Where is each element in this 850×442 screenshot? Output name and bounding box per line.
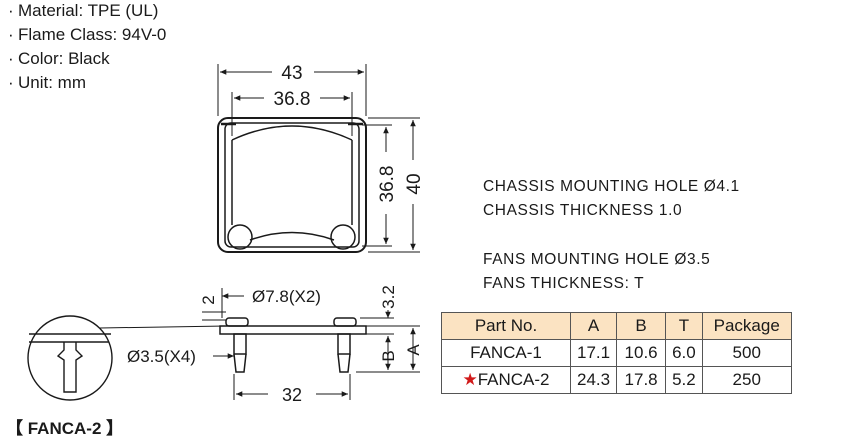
- fans-thickness-note: FANS THICKNESS: T: [483, 275, 645, 292]
- spec-text: Unit: mm: [18, 73, 86, 92]
- dim-43-label: 43: [281, 63, 302, 84]
- dim-32-label: 32: [282, 385, 302, 405]
- table-row: ★FANCA-2 24.3 17.8 5.2 250: [441, 366, 792, 394]
- chassis-hole-note: CHASSIS MOUNTING HOLE Ø4.1: [483, 178, 740, 195]
- chassis-thickness-note: CHASSIS THICKNESS 1.0: [483, 202, 683, 219]
- spec-text: Material: TPE (UL): [18, 1, 159, 20]
- dimension-lines-top: [217, 64, 367, 136]
- cell-t: 6.0: [665, 339, 703, 367]
- spec-text: Color: Black: [18, 49, 110, 68]
- detail-circle: [27, 315, 227, 401]
- spec-color: ·Color: Black: [8, 49, 110, 68]
- dim-b-label: B: [379, 350, 398, 361]
- cell-package: 250: [701, 366, 792, 394]
- header-part-no: Part No.: [441, 312, 571, 340]
- table-row: FANCA-1 17.1 10.6 6.0 500: [441, 339, 792, 367]
- dim-3-2-label: 3.2: [379, 285, 398, 309]
- spec-text: Flame Class: 94V-0: [18, 25, 167, 44]
- dim-hole-upper-label: Ø7.8(X2): [252, 287, 321, 306]
- part-number: FANCA-2: [477, 370, 550, 389]
- cell-package: 500: [701, 339, 792, 367]
- star-icon: ★: [462, 370, 478, 389]
- dim-36-8-side-label: 36.8: [377, 166, 398, 203]
- fans-hole-note: FANS MOUNTING HOLE Ø3.5: [483, 251, 711, 268]
- dimension-lines-side-view: [202, 288, 420, 400]
- dim-2-label: 2: [199, 295, 218, 304]
- cell-b: 10.6: [616, 339, 667, 367]
- parts-table: Part No. A B T Package FANCA-1 17.1 10.6…: [441, 312, 792, 394]
- cell-part: FANCA-1: [441, 339, 571, 367]
- spec-unit: ·Unit: mm: [8, 73, 86, 92]
- part-number: FANCA-1: [470, 343, 542, 362]
- dim-a-label: A: [404, 344, 423, 356]
- cell-t: 5.2: [665, 366, 703, 394]
- cell-a: 24.3: [569, 366, 618, 394]
- spec-flame-class: ·Flame Class: 94V-0: [8, 25, 167, 44]
- dim-40-label: 40: [404, 173, 425, 194]
- header-b: B: [616, 312, 667, 340]
- header-package: Package: [701, 312, 792, 340]
- header-a: A: [569, 312, 618, 340]
- spec-material: ·Material: TPE (UL): [8, 1, 159, 20]
- guard-top-view: [217, 117, 367, 253]
- header-t: T: [665, 312, 703, 340]
- dim-hole-lower-label: Ø3.5(X4): [127, 347, 196, 366]
- dimension-lines-side: [362, 117, 420, 253]
- dim-36-8-top-label: 36.8: [274, 89, 311, 110]
- cell-part: ★FANCA-2: [441, 366, 571, 394]
- table-header-row: Part No. A B T Package: [441, 312, 792, 340]
- cell-b: 17.8: [616, 366, 667, 394]
- guard-side-view: [219, 317, 367, 373]
- model-label: 【 FANCA-2 】: [6, 419, 124, 438]
- cell-a: 17.1: [569, 339, 618, 367]
